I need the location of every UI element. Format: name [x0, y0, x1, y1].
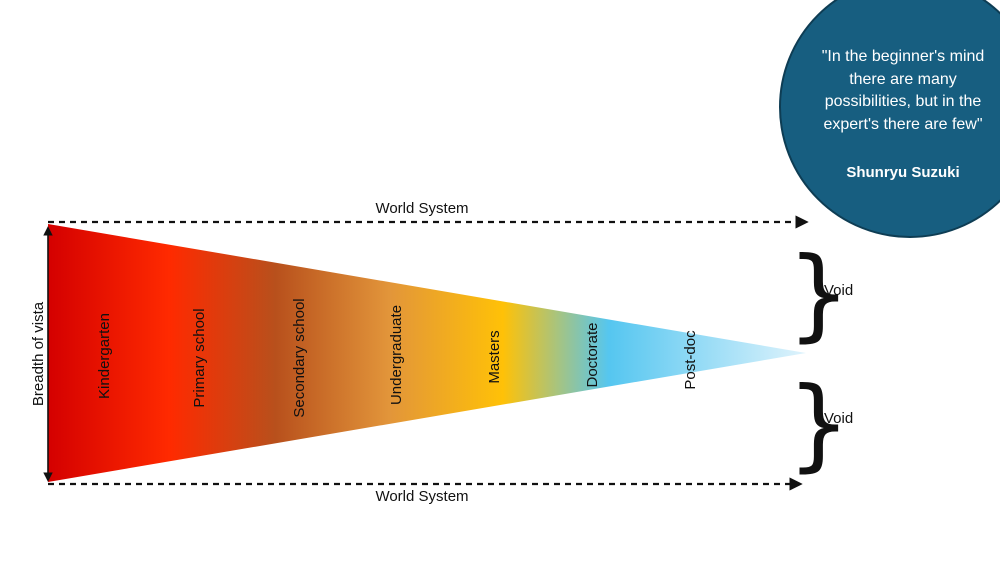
stage-label-primary-school: Primary school	[191, 308, 208, 407]
quote-text: "In the beginner's mind there are many p…	[821, 48, 985, 133]
upper-brace-icon: }	[787, 235, 851, 352]
stage-label-secondary-school: Secondary school	[291, 298, 308, 417]
lower-void-label: Void	[824, 410, 853, 427]
upper-void-label: Void	[824, 282, 853, 299]
breadth-of-vista-label: Breadth of vista	[30, 301, 47, 406]
stage-label-doctorate: Doctorate	[584, 322, 601, 387]
stage-label-post-doc: Post-doc	[682, 330, 699, 390]
stage-label-undergraduate: Undergraduate	[388, 305, 405, 405]
bottom-world-system-label: World System	[375, 488, 468, 505]
stage-label-masters: Masters	[486, 330, 503, 383]
quote-author: Shunryu Suzuki	[846, 164, 960, 181]
top-world-system-label: World System	[375, 200, 468, 217]
lower-brace-icon: }	[787, 365, 851, 482]
stage-label-kindergarten: Kindergarten	[96, 313, 113, 399]
quote-circle	[779, 0, 1000, 238]
funnel-shape	[48, 224, 806, 482]
